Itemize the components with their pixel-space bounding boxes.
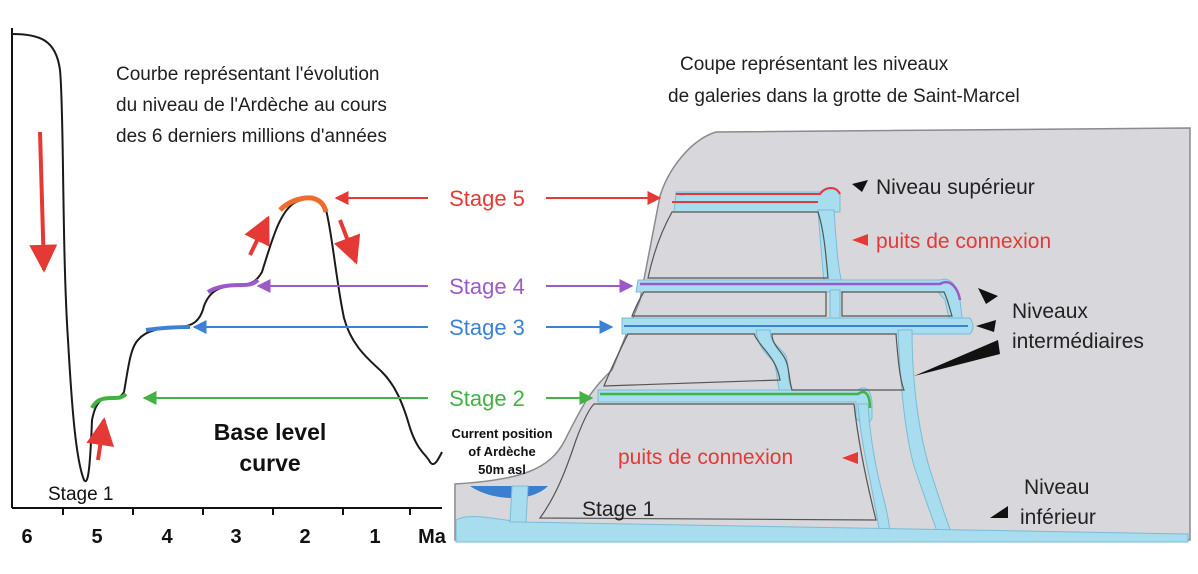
trend-arrow-down: [29, 131, 58, 273]
pointer-niveau-inferieur: [990, 506, 1008, 518]
stage2-label: Stage 2: [449, 386, 525, 411]
trend-arrow-down: [333, 219, 361, 265]
trend-arrow-up: [244, 215, 270, 256]
trend-arrow-up: [86, 417, 115, 461]
x-tick-label: 2: [299, 526, 310, 548]
x-axis-ticks: [62, 508, 411, 515]
label-niveau-inferieur: Niveau: [1024, 476, 1089, 499]
x-tick-label: 6: [21, 526, 32, 548]
stage3-label: Stage 3: [449, 315, 525, 340]
gallery-stage2-line: [600, 390, 872, 409]
stage1-curve-label: Stage 1: [48, 484, 114, 505]
label-puits-top: puits de connexion: [876, 230, 1051, 253]
label-niveaux-intermediaires: intermédiaires: [1012, 330, 1144, 353]
stage4-segment: [206, 278, 260, 294]
stage5-label: Stage 5: [449, 186, 525, 211]
left-title-line: Courbe représentant l'évolution: [116, 64, 379, 85]
pointer-puits-bottom: [842, 452, 858, 464]
curve-label: curve: [239, 450, 300, 476]
x-tick-label: 1: [369, 526, 380, 548]
stage2-segment: [90, 392, 128, 409]
stage3-segment: [145, 325, 191, 332]
left-title-line: des 6 derniers millions d'années: [116, 126, 387, 147]
gallery-stage4-line: [640, 281, 962, 301]
label-niveau-superieur: Niveau supérieur: [876, 176, 1035, 199]
label-puits-bottom: puits de connexion: [618, 446, 793, 469]
stage-connectors: Stage 5 Stage 4 Stage 3 Stage 2: [142, 186, 662, 411]
pointer-puits-top: [852, 234, 868, 246]
river-ardeche: [470, 486, 548, 499]
label-current-position: Current position: [451, 426, 552, 441]
x-tick-label: 3: [230, 526, 241, 548]
x-tick-label: 4: [161, 526, 173, 548]
right-title-line: de galeries dans la grotte de Saint-Marc…: [668, 86, 1020, 107]
pointer-intermediaires-1: [978, 288, 998, 304]
x-tick-label: 5: [91, 526, 102, 548]
label-current-position: of Ardèche: [468, 444, 535, 459]
gallery-stage5-line: [676, 187, 841, 195]
right-title-line: Coupe représentant les niveaux: [680, 54, 949, 75]
stage4-label: Stage 4: [449, 274, 525, 299]
pointer-niveau-superieur: [852, 180, 868, 192]
curve-label: Base level: [214, 419, 327, 445]
label-niveau-inferieur: inférieur: [1020, 506, 1096, 529]
x-axis-unit: Ma: [418, 526, 447, 548]
left-title-line: du niveau de l'Ardèche au cours: [116, 95, 387, 116]
label-stage1-cave: Stage 1: [582, 498, 654, 521]
pointer-intermediaires-3: [914, 340, 1000, 376]
label-current-position: 50m asl: [478, 462, 526, 477]
base-level-chart: 6 5 4 3 2 1 Ma Courbe représentant l'évo…: [11, 28, 447, 548]
stage5-segment: [278, 195, 329, 213]
pointer-intermediaires-2: [976, 320, 996, 332]
label-niveaux-intermediaires: Niveaux: [1012, 300, 1088, 323]
cave-cross-section: Coupe représentant les niveaux de galeri…: [451, 54, 1191, 543]
